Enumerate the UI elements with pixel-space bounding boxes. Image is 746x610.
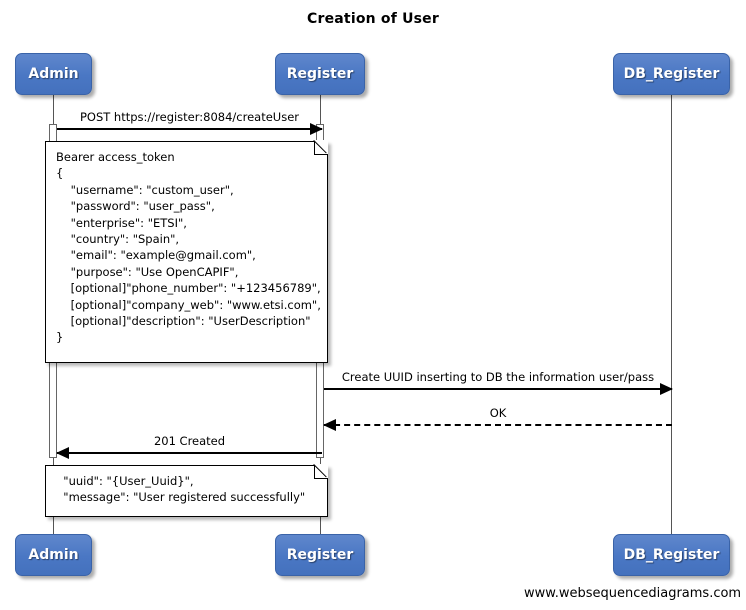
message-line-ok-response: [324, 424, 672, 426]
note-text-response-payload-note: "uuid": "{User_Uuid}", "message": "User …: [63, 474, 306, 505]
note-text-request-payload-note: Bearer access_token { "username": "custo…: [56, 150, 321, 345]
lifeline-db_register: [671, 95, 672, 534]
watermark: www.websequencediagrams.com: [524, 586, 742, 601]
note-fold-corner-icon: [314, 464, 328, 479]
participant-register-top[interactable]: Register: [275, 53, 365, 95]
message-line-post-create-user: [57, 128, 322, 130]
arrowhead-right-icon: [660, 383, 673, 395]
note-response-payload-note: "uuid": "{User_Uuid}", "message": "User …: [45, 464, 328, 517]
note-request-payload-note: Bearer access_token { "username": "custo…: [45, 140, 328, 363]
message-label-ok-response: OK: [489, 406, 507, 420]
message-line-create-uuid: [324, 388, 672, 390]
participant-register-bottom[interactable]: Register: [275, 534, 365, 576]
message-label-create-uuid: Create UUID inserting to DB the informat…: [341, 370, 655, 384]
participant-db_register-top[interactable]: DB_Register: [613, 53, 730, 95]
message-label-201-created: 201 Created: [153, 434, 226, 448]
arrowhead-left-icon: [323, 419, 336, 431]
message-label-post-create-user: POST https://register:8084/createUser: [79, 110, 300, 124]
arrowhead-right-icon: [310, 123, 323, 135]
participant-db_register-bottom[interactable]: DB_Register: [613, 534, 730, 576]
participant-admin-top[interactable]: Admin: [15, 53, 92, 95]
note-fold-corner-icon: [314, 140, 328, 155]
participant-admin-bottom[interactable]: Admin: [15, 534, 92, 576]
message-line-201-created: [57, 452, 322, 454]
diagram-title: Creation of User: [307, 11, 439, 27]
arrowhead-left-icon: [56, 447, 69, 459]
